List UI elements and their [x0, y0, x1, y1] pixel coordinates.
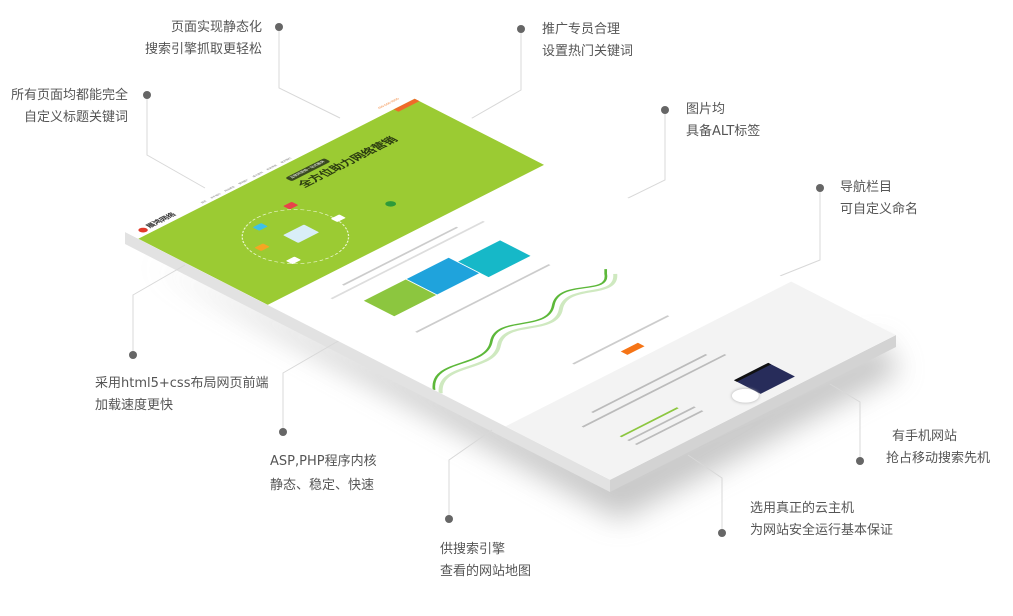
callout-html5: 采用html5+css布局网页前端加载速度更快	[95, 376, 269, 413]
website-mockup: 展鸿网络 首页 关于我们 网站建设 营销推广 成功案例 新闻资讯 联系我们 40…	[125, 87, 896, 480]
callout-alt-tags: 图片均具备ALT标签	[686, 102, 761, 139]
callout-custom-titles: 所有页面均都能完全自定义标题关键词	[10, 88, 128, 125]
callout-sitemap: 供搜索引擎查看的网站地图	[440, 542, 532, 579]
footer-text	[627, 406, 696, 441]
process-curve	[432, 269, 618, 394]
callout-lines	[132, 27, 861, 533]
callout-program-core: ASP,PHP程序内核静态、稳定、快速	[270, 454, 377, 493]
callout-static-pages: 页面实现静态化搜索引擎抓取更轻松	[144, 20, 262, 57]
callout-dots	[129, 23, 864, 537]
footer-text	[591, 354, 707, 413]
callout-mobile-site: 有手机网站抢占移动搜索先机	[886, 429, 991, 466]
mockup-cta-button	[620, 342, 645, 355]
slab-right-face	[610, 335, 896, 492]
slab-left-face	[125, 232, 610, 492]
callout-navigation: 导航栏目可自定义命名	[840, 180, 919, 217]
mockup-shadow	[150, 262, 900, 520]
callout-keywords: 推广专员合理设置热门关键词	[542, 22, 634, 59]
footer-text	[581, 354, 726, 428]
footer-text	[619, 407, 679, 437]
callout-cloud-host: 选用真正的云主机为网站安全运行基本保证	[750, 501, 894, 538]
hero-icon	[383, 199, 399, 208]
